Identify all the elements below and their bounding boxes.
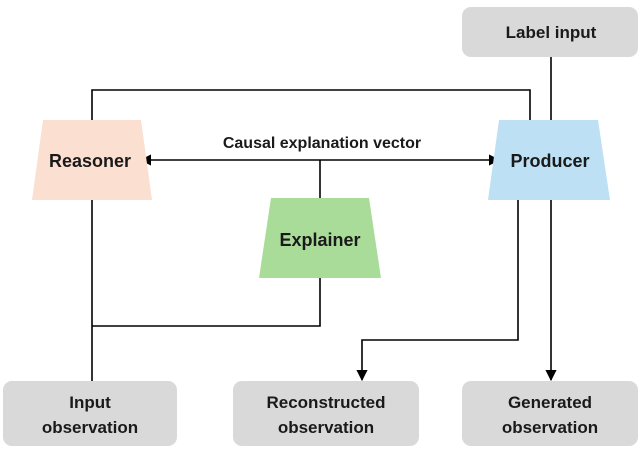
label-input-box-shape: [462, 7, 638, 57]
edge-reasoner-to-producer-top: [91, 89, 531, 120]
label-input-box: Label input: [462, 7, 638, 57]
generated-observation-line1: Generated: [508, 393, 592, 412]
generated-observation-box-shape: [462, 381, 638, 446]
generated-observation-box: Generated observation: [462, 381, 638, 446]
explainer-shape: [259, 198, 381, 278]
producer-module: Producer: [488, 120, 610, 200]
explainer-module: Explainer: [259, 198, 381, 278]
edges: [91, 57, 557, 382]
reconstructed-observation-line1: Reconstructed: [266, 393, 385, 412]
explainer-label: Explainer: [279, 230, 360, 250]
input-observation-line1: Input: [69, 393, 111, 412]
producer-label: Producer: [510, 151, 589, 171]
generated-observation-line2: observation: [502, 418, 598, 437]
reconstructed-observation-box-shape: [233, 381, 419, 446]
causal-explanation-vector-label: Causal explanation vector: [223, 135, 421, 152]
reasoner-label: Reasoner: [49, 151, 131, 171]
reasoner-shape: [32, 120, 152, 200]
input-observation-line2: observation: [42, 418, 138, 437]
input-observation-box: Input observation: [3, 381, 177, 446]
reasoner-module: Reasoner: [32, 120, 152, 200]
reconstructed-observation-line2: observation: [278, 418, 374, 437]
label-input-text: Label input: [506, 23, 597, 42]
edge-explainer-to-reasoner: [92, 278, 321, 327]
producer-shape: [488, 120, 610, 200]
reconstructed-observation-box: Reconstructed observation: [233, 381, 419, 446]
edge-producer-to-reconstructed: [356, 200, 519, 382]
input-observation-box-shape: [3, 381, 177, 446]
